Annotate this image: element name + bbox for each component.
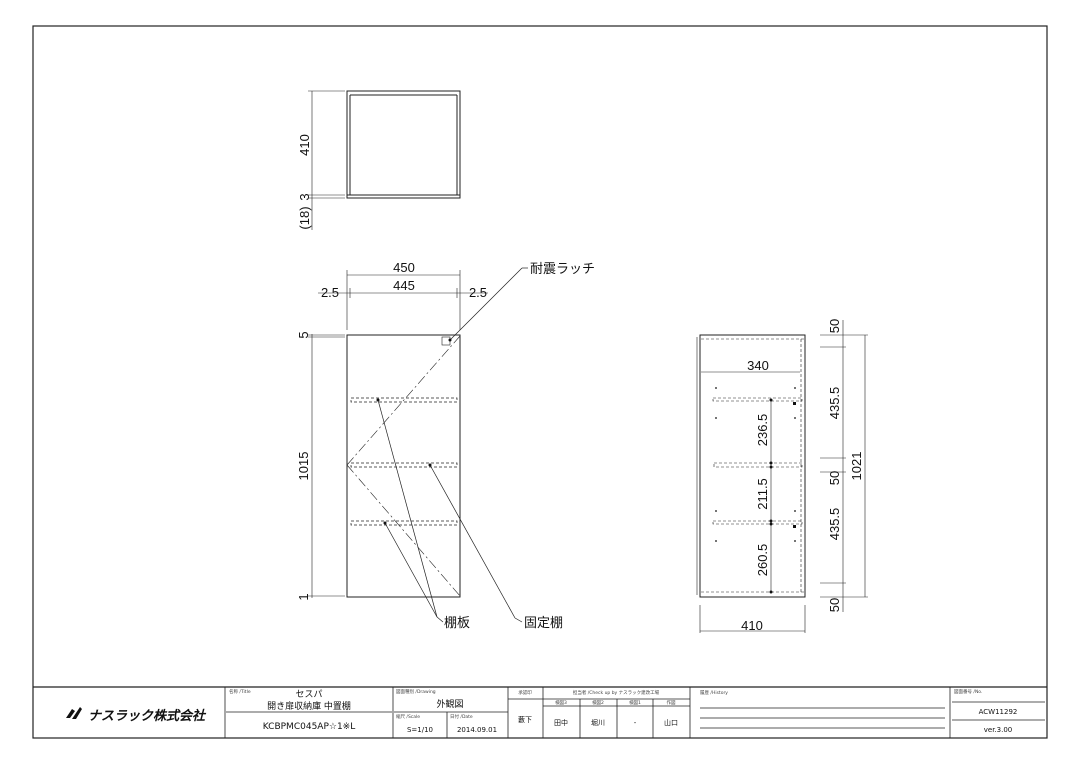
model-number: KCBPMC045AP☆1※L — [263, 722, 355, 732]
dim-middle: 50 — [827, 471, 842, 485]
dim-top-depth: 410 — [297, 134, 312, 156]
history-label: 履歴 /History — [700, 690, 728, 696]
dim-top-gap: 5 — [296, 331, 311, 338]
dim-bottom: 50 — [827, 598, 842, 612]
dim-bottom-gap: 1 — [296, 593, 311, 600]
scale-value: S=1/10 — [407, 726, 433, 734]
dim-space-middle: 211.5 — [755, 478, 770, 510]
scale-label: 縮尺 /Scale — [396, 713, 420, 720]
check3-label: 検図3 — [555, 699, 567, 706]
callout-latch: 耐震ラッチ — [530, 262, 595, 277]
dim-top-back: 3 — [297, 193, 312, 200]
front-view — [308, 267, 528, 623]
dim-gap-right: 2.5 — [469, 285, 487, 300]
drawing-frame — [32, 25, 1048, 739]
series-name: セスパ — [295, 689, 322, 700]
dim-total-height: 1021 — [849, 452, 864, 481]
dim-inner-width: 445 — [393, 278, 415, 293]
dim-upper: 435.5 — [827, 387, 842, 420]
check3-name: 田中 — [554, 718, 568, 727]
version: ver.3.00 — [984, 726, 1013, 734]
date-value: 2014.09.01 — [457, 726, 497, 734]
callout-fixed-shelf: 固定棚 — [524, 616, 563, 631]
dim-top: 50 — [827, 319, 842, 333]
drawing-number: ACW11292 — [979, 708, 1018, 716]
check2-label: 検図2 — [592, 699, 604, 706]
drawing-type: 外観図 — [436, 698, 463, 710]
check1-name: - — [634, 719, 637, 727]
dim-top-thickness: (18) — [297, 206, 312, 229]
company-logo: ナスラック株式会社 — [66, 707, 207, 724]
side-view — [696, 320, 868, 633]
check1-label: 検図1 — [629, 699, 641, 706]
logo-mark-icon — [66, 707, 82, 719]
drawn-by-name: 山口 — [664, 718, 678, 727]
dim-space-upper: 236.5 — [755, 414, 770, 447]
check-up-label: 担当者 /Check up by ナスラック建改工場 — [573, 689, 660, 696]
check2-name: 堀川 — [591, 718, 605, 727]
top-view — [308, 90, 461, 230]
date-label: 日付 /Date — [450, 713, 473, 720]
product-name: 開き扉収納庫 中置棚 — [267, 700, 351, 712]
drawing-number-label: 図面番号 /No. — [954, 688, 982, 695]
dim-gap-left: 2.5 — [321, 285, 339, 300]
title-label: 名称 /Title — [229, 688, 251, 695]
company-name: ナスラック株式会社 — [88, 708, 207, 724]
dim-shelf-depth: 340 — [747, 358, 769, 373]
callout-shelf: 棚板 — [444, 616, 470, 631]
title-block — [33, 686, 1047, 738]
dim-side-depth: 410 — [741, 618, 763, 633]
approver: 藪下 — [518, 715, 532, 724]
draw-label: 作図 — [667, 699, 676, 706]
drawing-type-label: 図面種別 /Drawing — [396, 688, 436, 695]
dim-overall-width: 450 — [393, 260, 415, 275]
dim-space-lower: 260.5 — [755, 544, 770, 577]
approval-label: 承認印 — [518, 689, 532, 696]
dim-height: 1015 — [296, 452, 311, 481]
dim-lower: 435.5 — [827, 508, 842, 541]
